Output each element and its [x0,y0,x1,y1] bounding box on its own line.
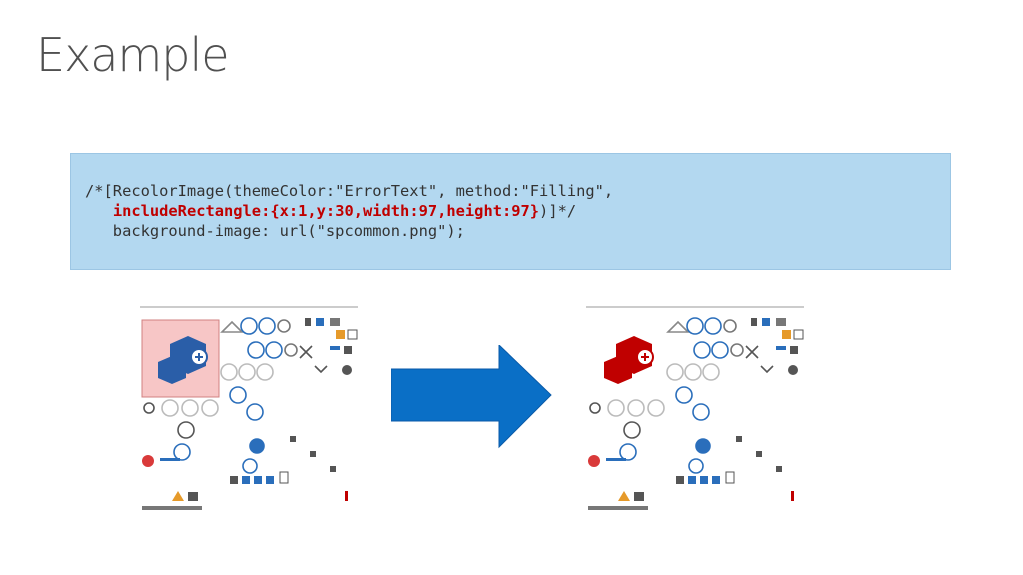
code-highlight: includeRectangle:{x:1,y:30,width:97,heig… [112,202,540,220]
sprite-before-image [140,306,358,510]
cube-plus-icon-recolored [604,336,654,384]
sprite-small-icons-after [588,318,804,510]
code-line-1: /*[RecolorImage(themeColor:"ErrorText", … [85,182,614,200]
code-line-2-indent [85,202,113,220]
code-line-3: background-image: url("spcommon.png"); [85,222,465,240]
code-line-2-tail: )]*/ [539,202,577,220]
code-sample-box: /*[RecolorImage(themeColor:"ErrorText", … [70,153,951,270]
transform-arrow [391,345,552,449]
sprite-icon-grid [143,317,328,474]
code-sample: /*[RecolorImage(themeColor:"ErrorText", … [85,181,613,241]
cube-plus-icon [158,336,208,384]
sprite-small-icons [142,318,358,510]
sprite-icon-grid-after [589,317,774,474]
slide-title: Example [36,28,230,82]
sprite-after-image [586,306,804,510]
